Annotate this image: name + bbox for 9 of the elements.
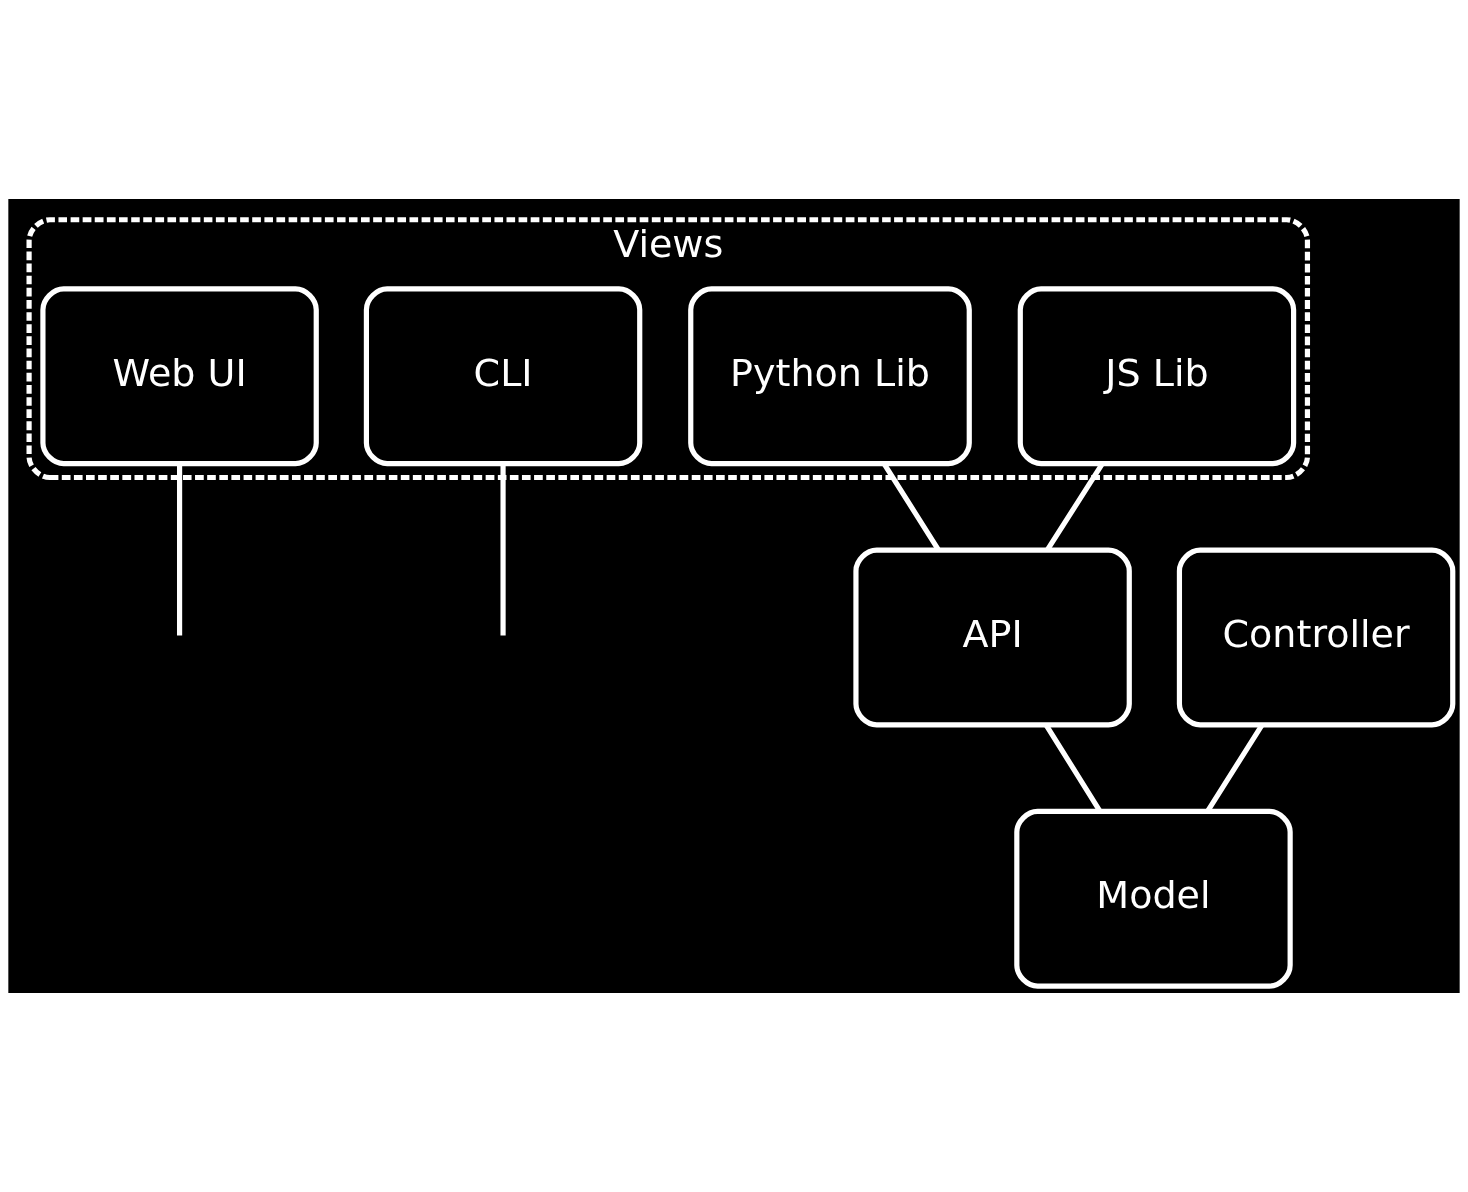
- node-box: API: [853, 547, 1132, 728]
- connector: [500, 463, 506, 636]
- node-box: Python Lib: [688, 286, 972, 467]
- node-box: JS Lib: [1017, 286, 1297, 467]
- node-box: Controller: [1176, 547, 1456, 728]
- node-box: Web UI: [40, 286, 319, 467]
- node-box: Model: [1014, 808, 1293, 989]
- connector: [177, 463, 183, 636]
- node-box: CLI: [363, 286, 643, 467]
